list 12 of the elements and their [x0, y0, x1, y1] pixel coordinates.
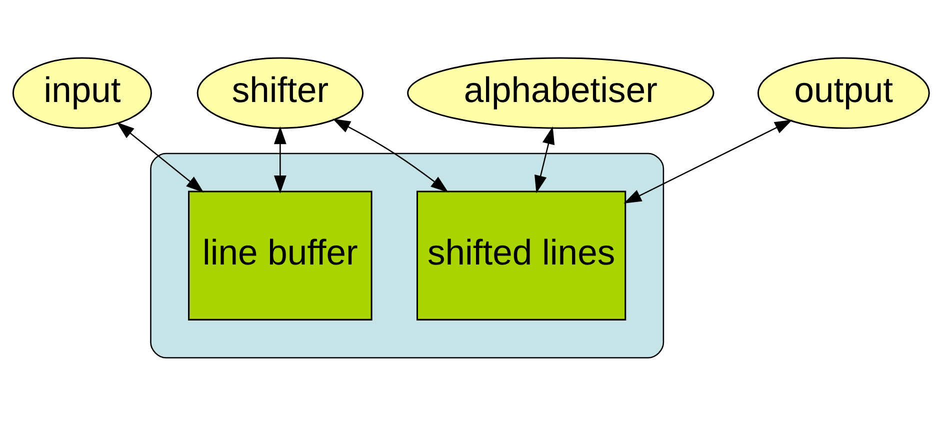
arrow: [332, 118, 448, 192]
arrow: [534, 126, 555, 194]
node-ellipse: input: [12, 57, 152, 129]
node-ellipse: output: [757, 57, 930, 129]
node-box: line buffer: [188, 190, 372, 320]
arrow: [274, 126, 286, 194]
node-ellipse: shifter: [196, 57, 364, 129]
cluster: [150, 152, 664, 358]
arrow: [116, 122, 204, 193]
node-box: shifted lines: [416, 190, 626, 320]
arrow: [624, 120, 792, 204]
node-ellipse: alphabetiser: [407, 57, 714, 129]
